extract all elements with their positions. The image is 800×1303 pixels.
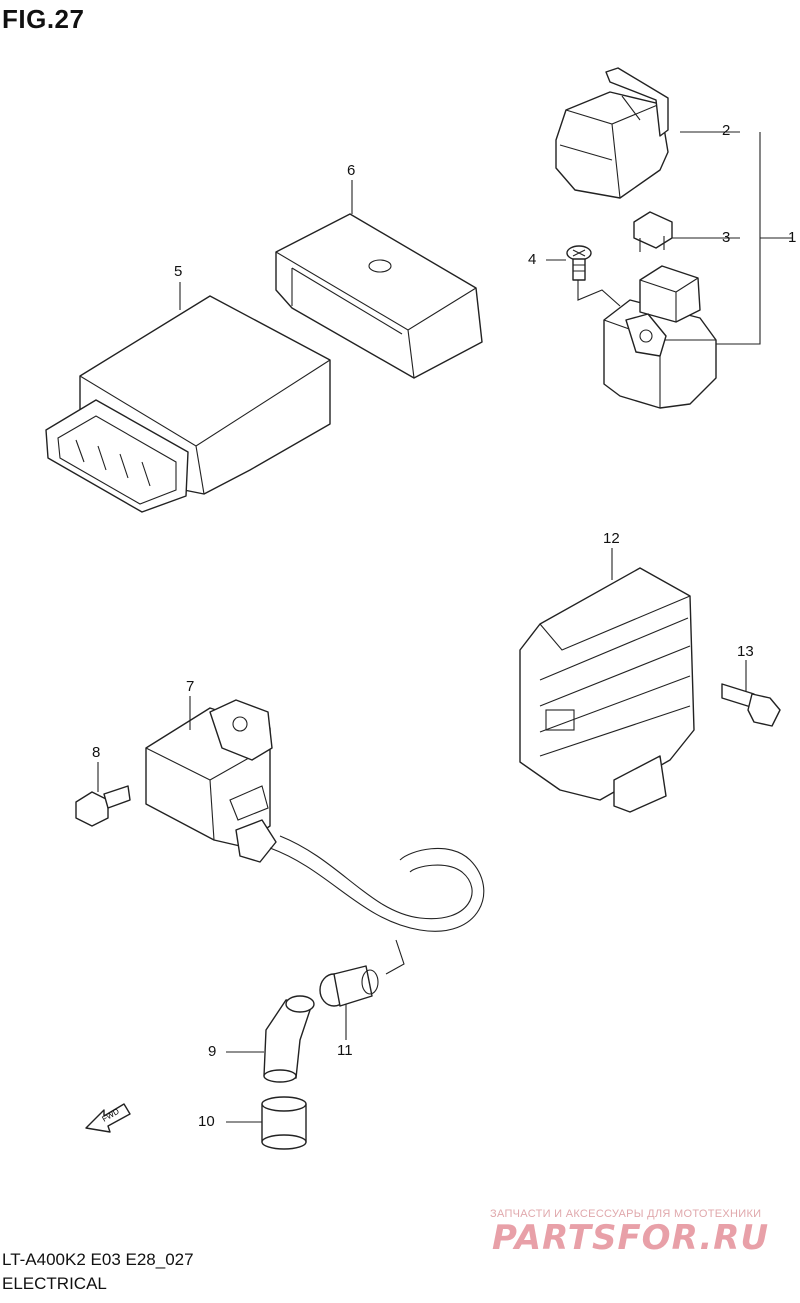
model-code: LT-A400K2 E03 E28_027: [2, 1250, 194, 1269]
callout-5: 5: [174, 263, 183, 280]
coil-bolt: [75, 785, 131, 827]
section-name: ELECTRICAL: [2, 1274, 107, 1293]
ignition-coil: [145, 699, 485, 932]
callout-1: 1: [788, 229, 797, 246]
callout-12: 12: [603, 530, 620, 547]
callout-4: 4: [528, 251, 537, 268]
callout-10: 10: [198, 1113, 215, 1130]
cdi-unit: [45, 295, 331, 513]
plug-cap-boot: [319, 965, 379, 1007]
starter-relay: [603, 265, 717, 409]
cdi-bracket: [275, 213, 483, 379]
callout-2: 2: [722, 122, 731, 139]
callout-7: 7: [186, 678, 195, 695]
callout-8: 8: [92, 744, 101, 761]
regulator-rectifier: [519, 567, 695, 813]
regulator-bolt: [721, 683, 781, 727]
callout-6: 6: [347, 162, 356, 179]
figure-title: FIG.27: [2, 4, 85, 34]
callout-9: 9: [208, 1043, 217, 1060]
leader-lines: [97, 131, 792, 1123]
callout-13: 13: [737, 643, 754, 660]
callout-11: 11: [337, 1042, 353, 1059]
spark-plug-cap: [263, 995, 315, 1083]
screw: [566, 245, 592, 281]
fuse: [633, 211, 673, 252]
forward-direction-arrow: FWD: [85, 1103, 131, 1133]
callout-3: 3: [722, 229, 731, 246]
plug-cap-cover: [261, 1096, 307, 1150]
watermark-tagline: ЗАПЧАСТИ И АКСЕССУАРЫ ДЛЯ МОТОТЕХНИКИ: [490, 1208, 762, 1220]
watermark-logo: PARTSFOR.RU: [492, 1218, 770, 1258]
starter-relay-cover: [555, 67, 669, 199]
